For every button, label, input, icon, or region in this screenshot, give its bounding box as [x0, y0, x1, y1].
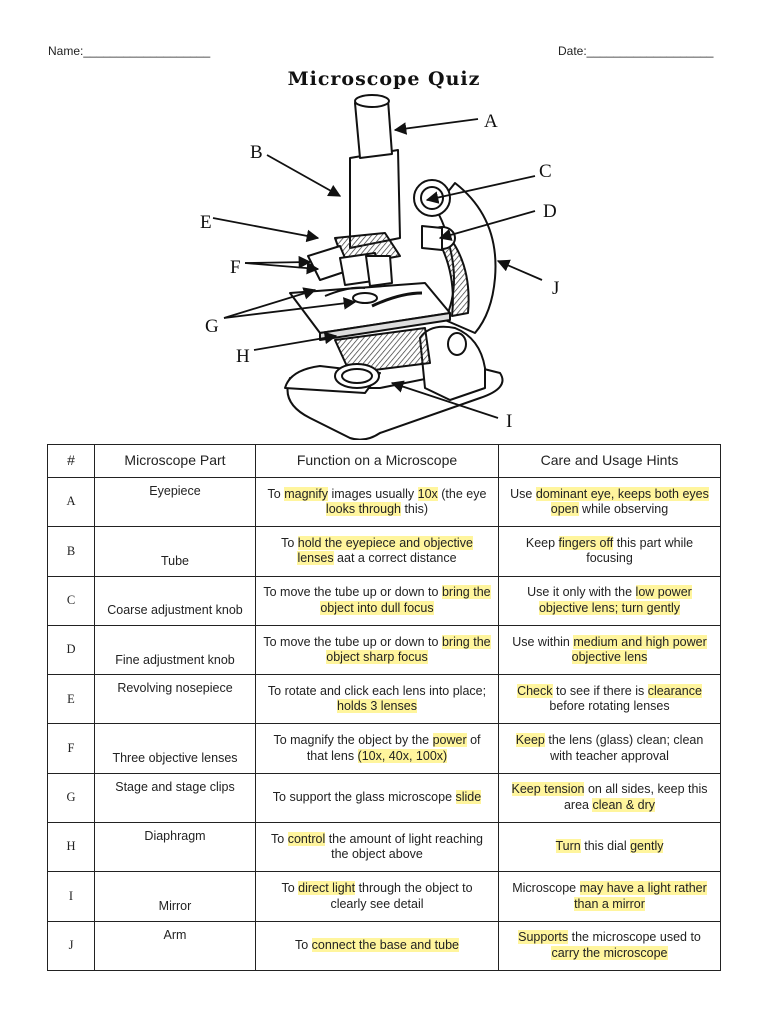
- row-part: Tube: [94, 526, 256, 577]
- microscope-illustration: [284, 94, 504, 440]
- row-function: To rotate and click each lens into place…: [255, 674, 499, 725]
- quiz-table: # Microscope Part Function on a Microsco…: [47, 444, 721, 971]
- name-field: Name:___________________: [48, 44, 211, 58]
- label-i: I: [506, 411, 512, 432]
- row-hint: Keep fingers off this part while focusin…: [498, 526, 721, 577]
- label-a: A: [484, 111, 498, 132]
- header-part: Microscope Part: [94, 444, 256, 478]
- row-letter: E: [47, 674, 95, 725]
- row-part: Arm: [94, 920, 256, 971]
- row-part: Mirror: [94, 871, 256, 922]
- date-field: Date:___________________: [558, 44, 714, 58]
- row-letter: G: [47, 772, 95, 824]
- header-hints: Care and Usage Hints: [498, 444, 721, 478]
- row-letter: C: [47, 575, 95, 626]
- label-j: J: [552, 278, 559, 299]
- row-hint: Use it only with the low power objective…: [498, 575, 721, 626]
- row-function: To move the tube up or down to bring the…: [255, 624, 499, 676]
- microscope-diagram: A B C D E F G H I J: [200, 94, 559, 440]
- row-letter: I: [47, 871, 95, 922]
- label-g: G: [205, 316, 219, 337]
- row-hint: Check to see if there is clearance befor…: [498, 674, 721, 725]
- row-part: Fine adjustment knob: [94, 624, 256, 676]
- diagram-labels: A B C D E F G H I J: [200, 111, 559, 432]
- row-part: Revolving nosepiece: [94, 674, 256, 725]
- row-function: To magnify the object by the power of th…: [255, 723, 499, 774]
- row-hint: Keep the lens (glass) clean; clean with …: [498, 723, 721, 774]
- label-arrows: [212, 118, 543, 419]
- row-letter: B: [47, 526, 95, 577]
- row-hint: Supports the microscope used to carry th…: [498, 920, 721, 971]
- row-letter: H: [47, 822, 95, 873]
- row-part: Eyepiece: [94, 476, 256, 528]
- row-letter: D: [47, 624, 95, 676]
- row-hint: Microscope may have a light rather than …: [498, 871, 721, 922]
- label-f: F: [230, 257, 241, 278]
- row-function: To connect the base and tube: [255, 920, 499, 971]
- label-d: D: [543, 201, 557, 222]
- header-number: #: [47, 444, 95, 478]
- row-function: To move the tube up or down to bring the…: [255, 575, 499, 626]
- row-function: To hold the eyepiece and objective lense…: [255, 526, 499, 577]
- row-function: To control the amount of light reaching …: [255, 822, 499, 873]
- row-letter: F: [47, 723, 95, 774]
- row-hint: Use within medium and high power objecti…: [498, 624, 721, 676]
- page-title: Microscope Quiz: [287, 68, 481, 90]
- label-h: H: [236, 346, 250, 367]
- row-letter: A: [47, 476, 95, 528]
- row-part: Diaphragm: [94, 822, 256, 873]
- row-function: To direct light through the object to cl…: [255, 871, 499, 922]
- row-letter: J: [47, 920, 95, 971]
- row-part: Coarse adjustment knob: [94, 575, 256, 626]
- label-b: B: [250, 142, 263, 163]
- label-c: C: [539, 161, 552, 182]
- row-function: To magnify images usually 10x (the eye l…: [255, 476, 499, 528]
- table-header-row: # Microscope Part Function on a Microsco…: [47, 444, 721, 478]
- row-hint: Turn this dial gently: [498, 822, 721, 873]
- row-hint: Use dominant eye, keeps both eyes open w…: [498, 476, 721, 528]
- row-hint: Keep tension on all sides, keep this are…: [498, 772, 721, 824]
- row-part: Stage and stage clips: [94, 772, 256, 824]
- header-function: Function on a Microscope: [255, 444, 499, 478]
- row-function: To support the glass microscope slide: [255, 772, 499, 824]
- row-part: Three objective lenses: [94, 723, 256, 774]
- label-e: E: [200, 212, 212, 233]
